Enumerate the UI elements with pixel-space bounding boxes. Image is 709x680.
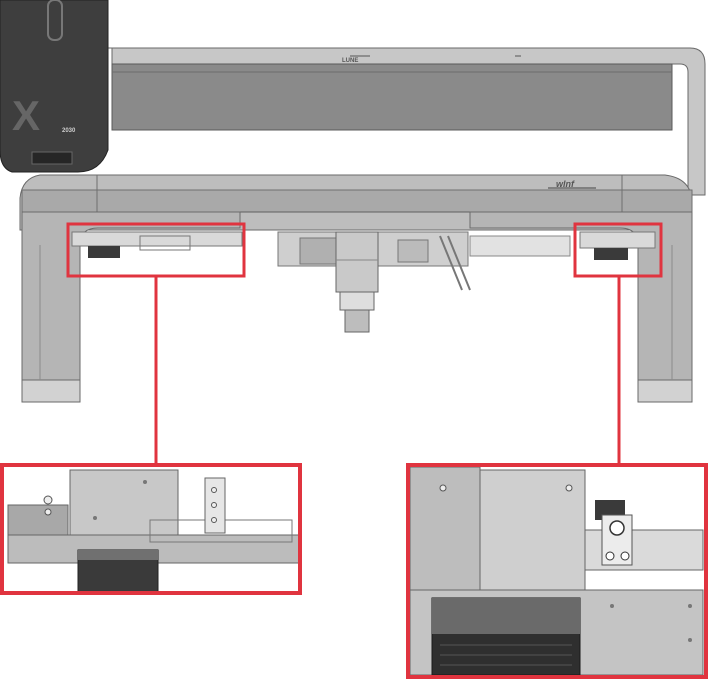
detail-inset-right — [408, 465, 706, 677]
carriage-logo: X — [12, 92, 40, 139]
detail-frame-left — [0, 463, 302, 595]
gantry-mark: LUNE — [342, 58, 358, 64]
detail-frame-right — [406, 463, 708, 679]
gantry-bridge: LUNE — [60, 47, 706, 196]
brand-mark: wlnf — [556, 179, 575, 189]
carriage: X 2030 — [0, 0, 109, 173]
left-leg — [21, 211, 241, 403]
carriage-label: 2030 — [62, 128, 76, 134]
spindle — [335, 231, 379, 333]
detail-inset-left — [2, 465, 301, 593]
